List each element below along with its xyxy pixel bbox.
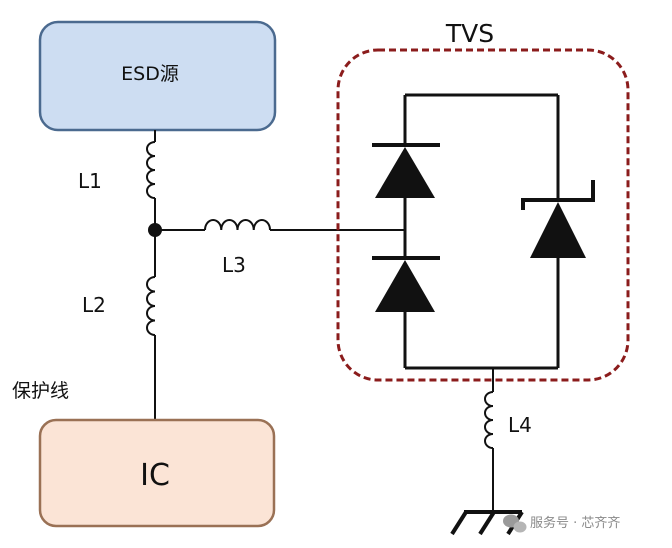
inductor-l3-symbol xyxy=(204,219,271,231)
watermark: 服务号 · 芯齐齐 xyxy=(503,514,620,533)
wires xyxy=(154,130,405,420)
inductor-l1-symbol xyxy=(146,141,156,199)
ground-path xyxy=(484,368,494,512)
tvs-label: TVS xyxy=(445,19,494,48)
esd-source-box xyxy=(38,20,277,132)
wechat-icon xyxy=(503,514,527,533)
ic-block: IC xyxy=(38,418,276,528)
zener-diode-symbol xyxy=(521,180,595,258)
watermark-text: 服务号 · 芯齐齐 xyxy=(530,515,620,531)
inductor-l4-symbol xyxy=(484,391,494,449)
tvs-wiring xyxy=(403,93,560,370)
label-l3: L3 xyxy=(222,253,246,277)
inductor-l2-symbol xyxy=(146,276,156,336)
label-protect-line: 保护线 xyxy=(12,380,69,402)
diode-lower-symbol xyxy=(372,256,440,312)
esd-source-block: ESD源 xyxy=(38,20,277,132)
ic-box xyxy=(38,418,276,528)
label-l2: L2 xyxy=(82,293,106,317)
label-l4: L4 xyxy=(508,413,532,437)
diode-upper-symbol xyxy=(372,143,440,198)
tvs-boundary xyxy=(336,48,630,382)
junction-dot xyxy=(148,223,162,237)
esd-source-label: ESD源 xyxy=(121,63,179,85)
label-l1: L1 xyxy=(78,169,102,193)
ic-label: IC xyxy=(140,458,170,493)
